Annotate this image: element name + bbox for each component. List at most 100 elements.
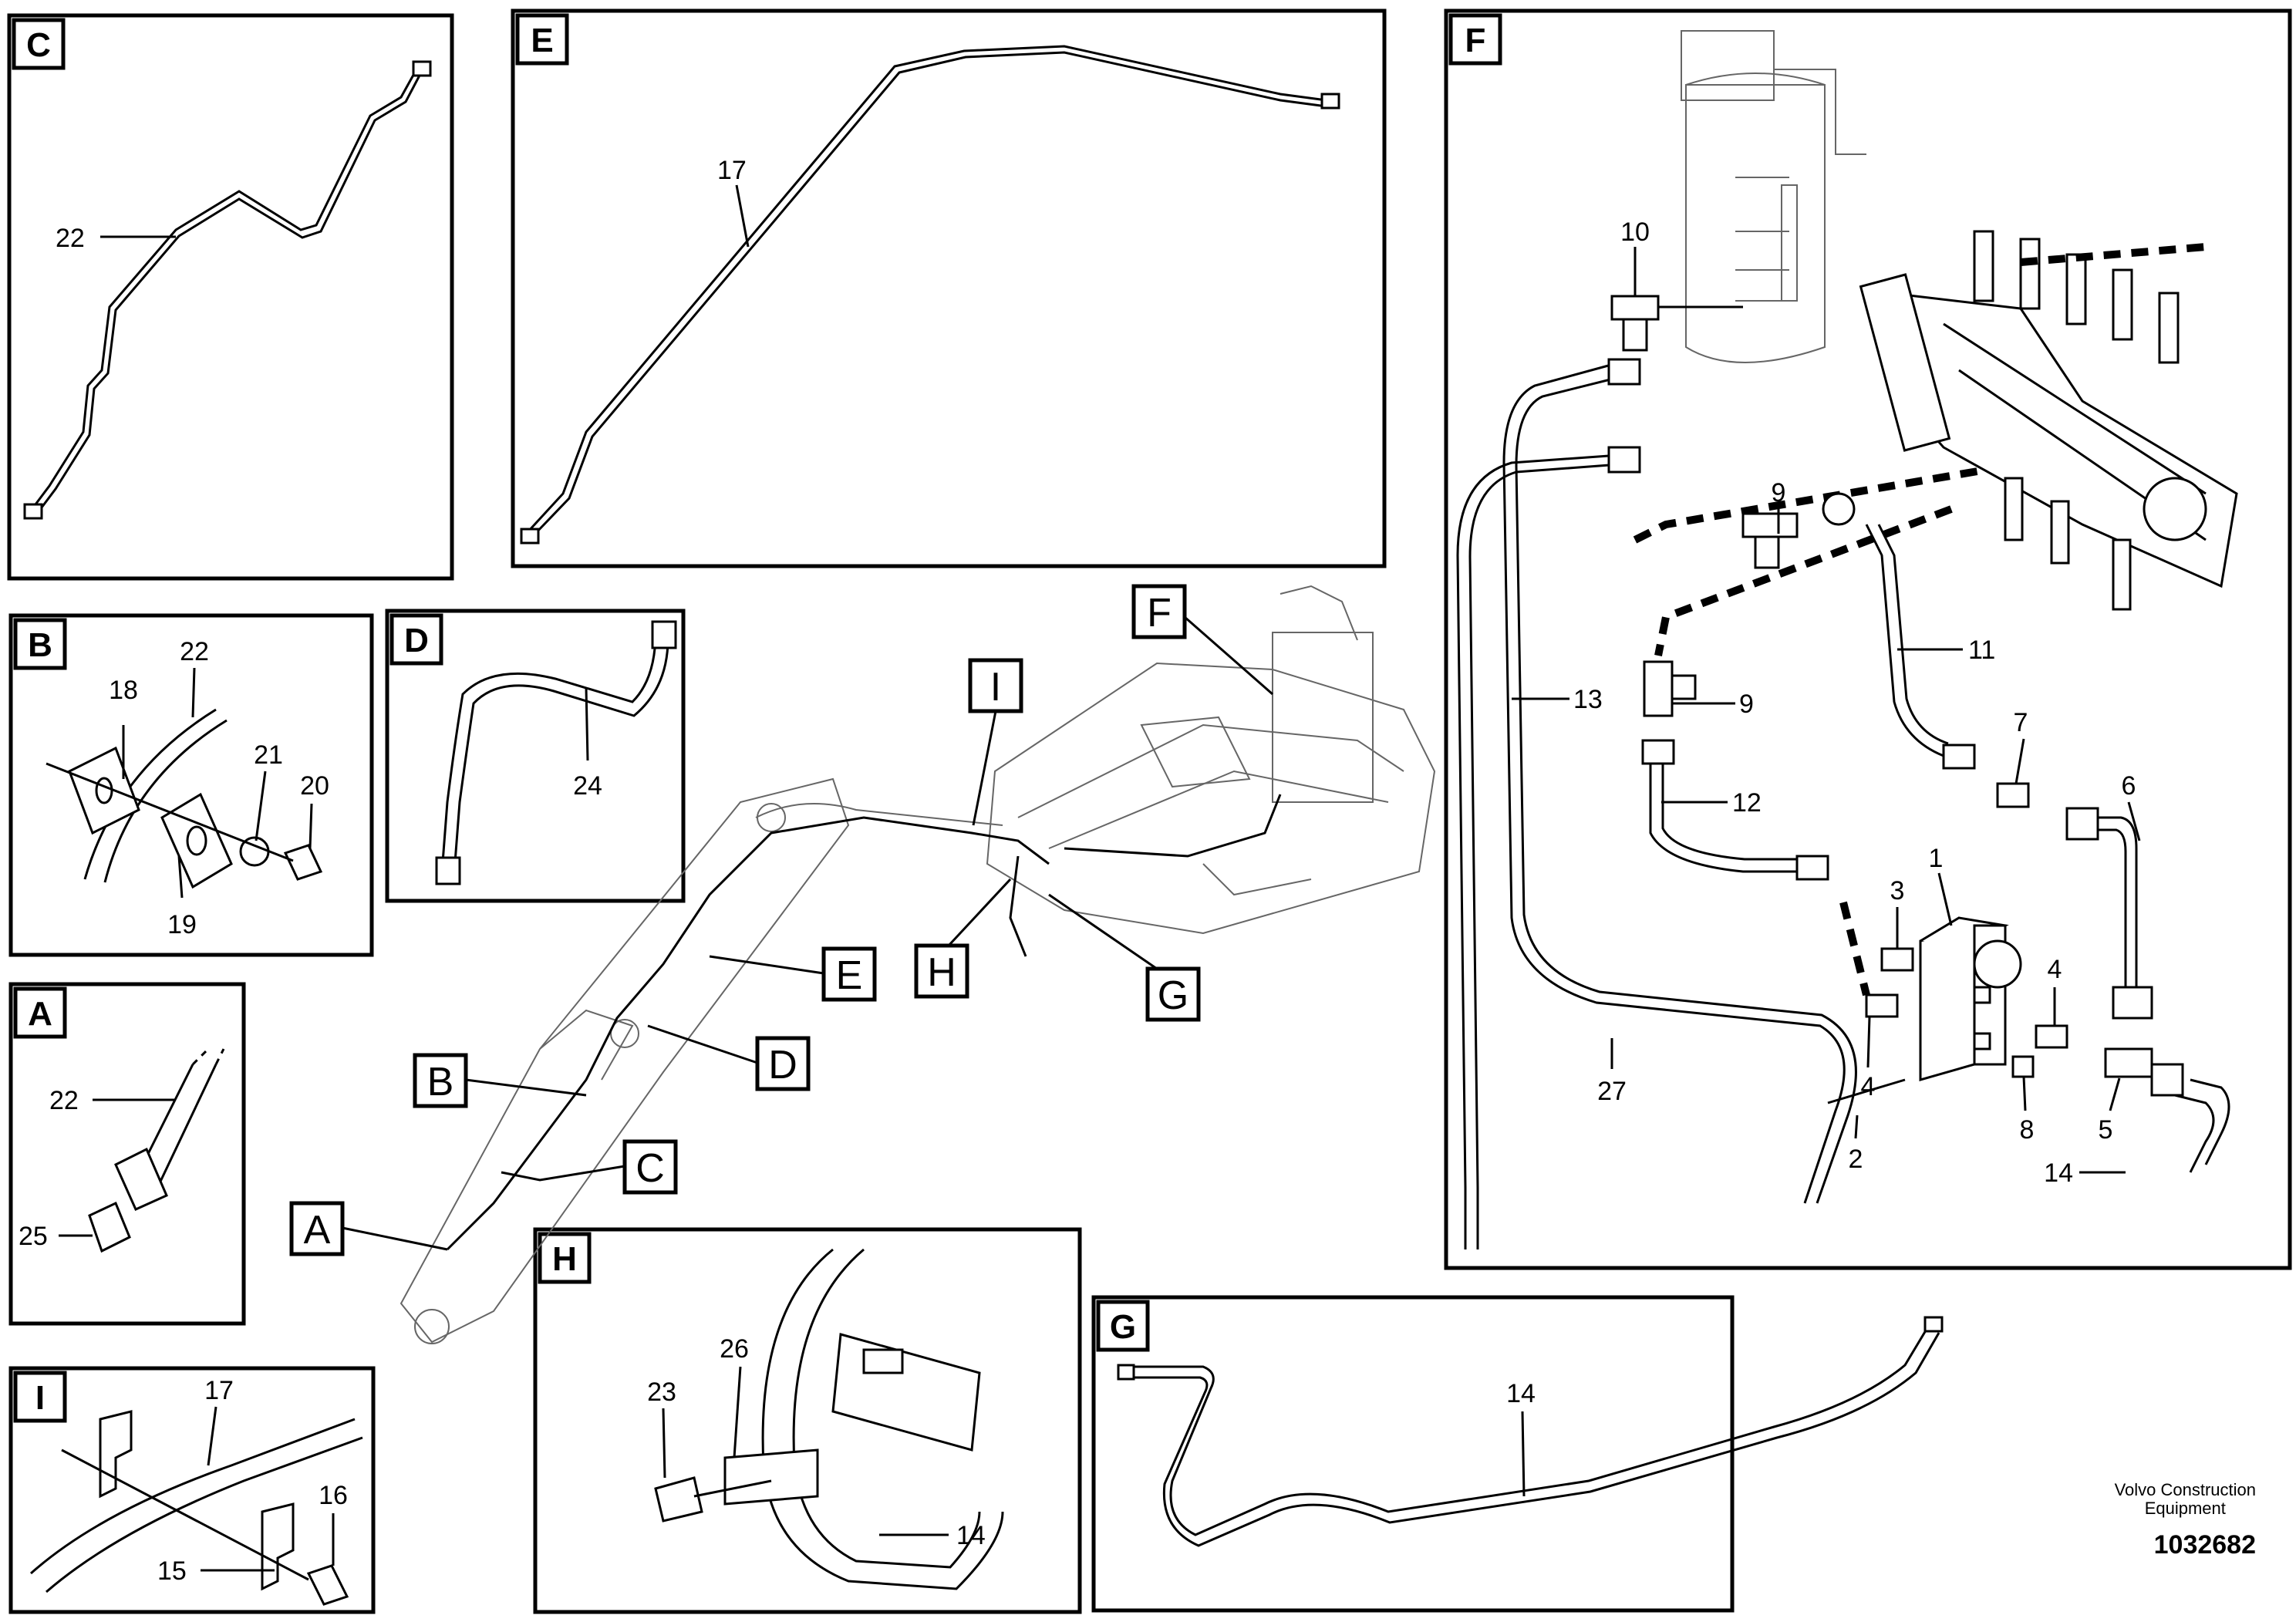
bolt-23 [654,1476,703,1523]
dashed-connection [1633,243,2207,544]
panel-c: C 22 [7,13,454,581]
control-valve-block [1859,230,2238,611]
panel-a-letter: A [28,995,52,1033]
hose-fitting [1795,855,1829,881]
plug-8 [2011,1055,2035,1078]
nut [2112,986,2153,1020]
callout-15: 15 [157,1556,187,1586]
hose-fitting [1607,358,1641,386]
callout-18: 18 [109,676,138,705]
callout-1: 1 [1929,844,1944,873]
panel-g-letter: G [1110,1308,1136,1346]
callout-9-lower: 9 [1739,690,1754,719]
hose-14 [2174,1078,2230,1173]
callout-20: 20 [300,771,329,801]
pipe-end-fitting [23,503,43,520]
callout-23: 23 [647,1378,676,1407]
tee-fitting-9-upper [1741,492,1856,569]
solenoid-valve-1 [1919,916,2022,1081]
hose-fitting [1607,446,1641,474]
ref-label-b: B [427,1060,454,1104]
hose-fitting [651,620,677,649]
overview-ref-labels: F I E H G D B C A [289,584,1273,1256]
pipe-6 [2075,816,2138,987]
ref-label-e: E [836,953,863,998]
filter-housing [1681,30,1866,363]
adapter [1942,744,1976,770]
drawing-number: 1032682 [2153,1530,2256,1560]
panel-a: A 22 25 [8,982,246,1326]
brand-name: Volvo Construction Equipment [2114,1480,2256,1518]
excavator-overview [400,585,1436,1344]
callout-5: 5 [2099,1115,2113,1145]
callout-19: 19 [167,910,197,939]
panel-i-letter: I [35,1379,45,1417]
pipe-end-fitting [1117,1364,1135,1381]
panel-b-letter: B [28,626,52,664]
callout-4-left: 4 [1861,1072,1876,1101]
panel-b: B 18 22 21 20 19 [8,613,374,957]
callout-3: 3 [1890,876,1905,905]
callout-12: 12 [1732,788,1762,818]
panel-d: D 24 [385,609,686,903]
callout-14: 14 [1506,1379,1536,1408]
callout-21: 21 [254,740,283,770]
nut [2065,807,2099,841]
callout-24: 24 [573,771,602,801]
tee-fitting-9-lower [1641,660,1697,765]
pipe-17 [526,45,1327,534]
panel-h: H 26 23 14 [533,1227,1082,1614]
panel-e: E 17 [511,8,1387,568]
callout-22: 22 [56,224,85,253]
callout-17: 17 [717,156,747,185]
pipe-17 [30,1418,363,1593]
callout-11: 11 [1968,636,1995,665]
ref-label-h: H [927,950,956,995]
clamp-15 [261,1502,295,1591]
hose-fitting [435,856,461,885]
pipe-end-fitting [1923,1316,1944,1333]
ref-label-d: D [768,1043,797,1088]
ref-label-f: F [1147,591,1172,636]
callout-8: 8 [2020,1115,2035,1145]
panel-d-letter: D [404,622,429,659]
callout-26: 26 [720,1334,749,1364]
callout-9-upper: 9 [1772,478,1786,508]
panel-c-letter: C [26,26,51,64]
callout-7: 7 [2014,708,2028,737]
callout-22: 22 [180,637,209,666]
dashed-connection [1839,901,1870,996]
boom-hose-route [446,816,1050,1251]
callout-16: 16 [319,1481,348,1510]
callout-27: 27 [1597,1077,1627,1106]
callout-6: 6 [2122,771,2136,801]
pipe-end-fitting [520,528,540,545]
tee-fitting-5 [2104,1047,2184,1097]
bolt-16 [306,1564,349,1606]
plug-25 [88,1201,131,1253]
hose-11 [1865,524,1944,757]
panel-i: I 17 16 15 [8,1366,376,1614]
pipe-end-fitting [1320,93,1340,110]
hose-24 [441,632,657,863]
panel-f-letter: F [1465,22,1486,59]
callout-22: 22 [49,1086,79,1115]
ref-label-g: G [1158,973,1188,1018]
ref-label-a: A [304,1208,331,1253]
ref-label-c: C [636,1146,665,1191]
pipe-22 [83,708,228,883]
panel-g: G 14 [1091,1295,1944,1613]
adapter-7 [1996,782,2030,808]
clamp-26 [723,1448,819,1506]
callout-10: 10 [1620,218,1650,247]
bolt-20 [283,844,323,881]
panel-h-letter: H [552,1240,577,1278]
dashed-connection [1654,505,1953,656]
callout-2: 2 [1849,1145,1863,1174]
bolt-2 [1827,1078,1906,1104]
hose-13 [1502,361,1846,1204]
callout-14: 14 [956,1521,986,1550]
hose-14 [761,1248,1004,1590]
adapter-3 [1880,947,1914,972]
